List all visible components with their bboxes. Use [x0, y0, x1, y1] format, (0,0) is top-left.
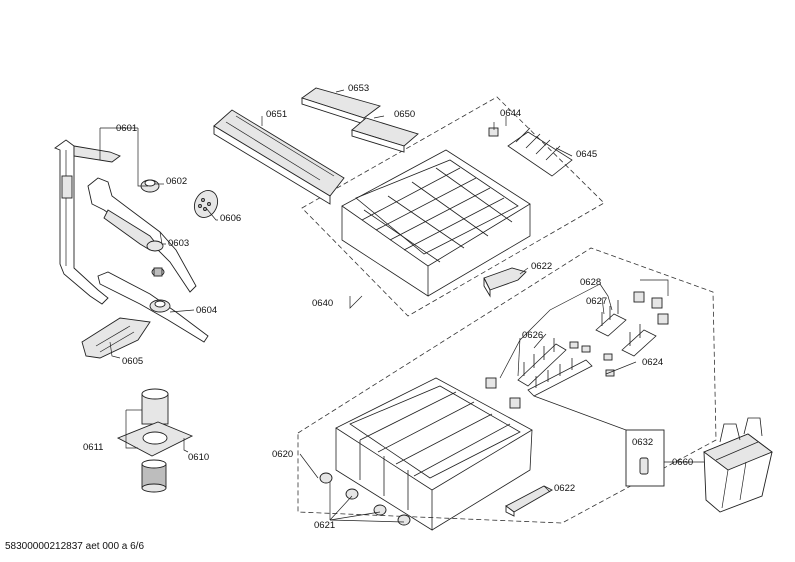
cutlery-tray-0651 [213, 109, 345, 205]
clips-0628 [633, 291, 669, 325]
label-0610: 0610 [188, 452, 209, 463]
rollers-0621 [319, 472, 411, 526]
label-0605: 0605 [122, 356, 143, 367]
label-0627: 0627 [586, 296, 607, 307]
label-0601: 0601 [116, 123, 137, 134]
sump-filter-assembly [116, 388, 194, 457]
clips-near-0626 [485, 377, 521, 409]
spray-supply-pipe [54, 139, 121, 305]
lower-spray-arm [97, 271, 209, 343]
tine-rack-0627 [595, 300, 657, 357]
handle-0622-lower [505, 485, 553, 517]
label-0640: 0640 [312, 298, 333, 309]
filter-plate [81, 317, 151, 359]
lower-basket-0620 [335, 377, 533, 531]
label-0611: 0611 [83, 442, 103, 453]
label-0644: 0644 [500, 108, 521, 119]
label-0620: 0620 [272, 449, 293, 460]
label-0651: 0651 [266, 109, 287, 120]
microfilter-cylinder [141, 459, 167, 493]
upper-basket-0640 [341, 149, 531, 297]
lower-basket-group-outline [297, 247, 717, 524]
handle-0622-upper [483, 267, 527, 298]
clip-0644 [488, 127, 499, 137]
label-0653: 0653 [348, 83, 369, 94]
detail-box-0632 [625, 429, 665, 487]
label-0602: 0602 [166, 176, 187, 187]
spray-arm-insert [193, 190, 219, 218]
clips-0624 [569, 341, 615, 377]
label-0604: 0604 [196, 305, 217, 316]
label-0606: 0606 [220, 213, 241, 224]
label-0621: 0621 [314, 520, 335, 531]
document-id: 58300000212837 aet 000 a 6/6 [5, 541, 145, 552]
label-0626: 0626 [522, 330, 543, 341]
rack-insert-0650 [351, 117, 419, 153]
label-0603: 0603 [168, 238, 189, 249]
label-0628: 0628 [580, 277, 601, 288]
label-0645: 0645 [576, 149, 597, 160]
upper-spray-arm [87, 177, 197, 293]
tine-rack-0626 [517, 338, 567, 387]
label-0622-upper: 0622 [531, 261, 552, 272]
tine-rack-0632-region [527, 358, 593, 397]
spray-arm-hub [140, 179, 160, 193]
label-0632: 0632 [632, 437, 653, 448]
upper-basket-group-outline [301, 96, 605, 317]
fold-down-rack-0645 [507, 127, 573, 177]
cutlery-basket-0660 [703, 417, 773, 513]
label-0624: 0624 [642, 357, 663, 368]
leader-lines [99, 89, 704, 523]
label-0650: 0650 [394, 109, 415, 120]
label-0660: 0660 [672, 457, 693, 468]
label-0622-lower: 0622 [554, 483, 575, 494]
